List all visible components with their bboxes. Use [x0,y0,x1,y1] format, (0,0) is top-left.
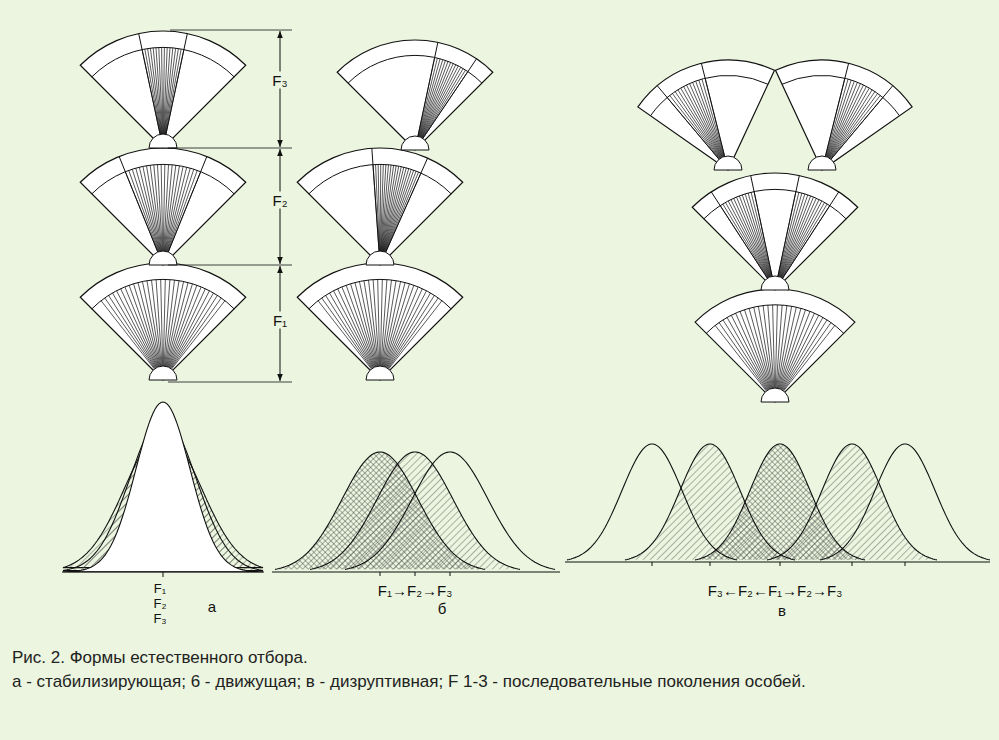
generation-label: F₂ [271,192,290,209]
generation-fan [80,148,245,265]
axis-label: F₃ [153,612,166,625]
panel-letter: в [778,603,786,618]
generation-fan [776,60,913,170]
generation-bracket [168,30,292,382]
axis-label: F₁ [154,582,166,595]
stabilizing-curves [62,402,264,577]
generation-fan [80,263,245,380]
generation-fan [638,60,775,170]
distribution-curves [565,444,990,566]
generation-label: F₁ [271,312,289,329]
distribution-curves [272,452,560,576]
generation-fan [695,289,855,402]
generation-label: F₃ [270,72,289,89]
panel-letter: а [208,599,216,614]
panel-letter: б [438,601,447,616]
figure-title: Рис. 2. Формы естественного отбора. [12,646,987,670]
figure-caption: а - стабилизирующая; 6 - движущая; в - д… [12,670,987,694]
axis-label: F₃←F₂←F₁→F₂→F₃ [708,583,843,598]
generation-fan [80,31,245,148]
axis-label: F₁→F₂→F₃ [378,583,452,598]
generation-fan [297,263,462,380]
generation-fan [337,40,493,150]
generation-fan [297,148,462,265]
generation-fan [692,173,857,290]
axis-label: F₂ [154,597,167,610]
